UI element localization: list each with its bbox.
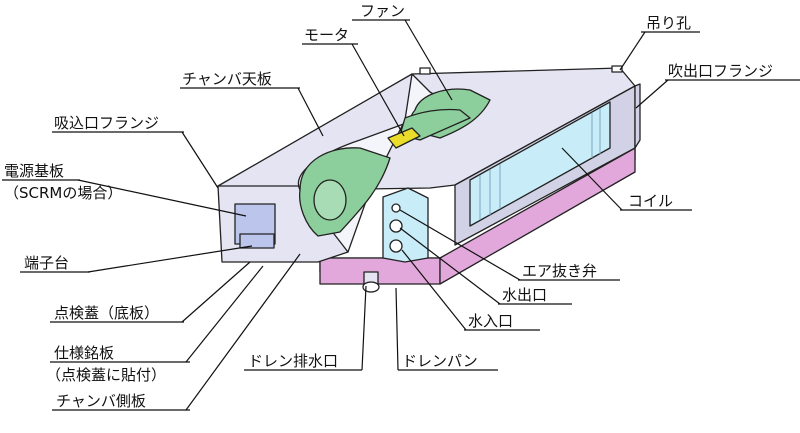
label-air-vent: エア抜き弁: [522, 262, 597, 280]
label-nameplate-note: （点検蓋に貼付）: [46, 366, 166, 384]
label-water-inlet: 水入口: [468, 312, 513, 330]
label-inlet-flange: 吸込口フランジ: [54, 114, 159, 132]
label-drain-outlet: ドレン排水口: [248, 352, 338, 370]
drain-pipe-mouth: [362, 281, 380, 293]
drain-pan-side: [439, 147, 636, 285]
label-chamber-side: チャンバ側板: [56, 392, 146, 410]
fan-group: [299, 88, 491, 237]
drain-pan-shape: [319, 147, 636, 285]
water-inlet-fitting: [389, 239, 403, 253]
label-power-board: 電源基板: [4, 162, 64, 180]
drain-outlet-pipe: [362, 271, 380, 293]
fan-blower-rear: [399, 108, 471, 141]
air-vent-valve: [391, 203, 401, 213]
coil-panel: [469, 101, 611, 227]
water-outlet-fitting: [389, 219, 403, 233]
fan-wheel-front: [313, 179, 347, 221]
label-inspection-lid: 点検蓋（底板）: [54, 304, 159, 322]
hanger-hole-right: [611, 65, 623, 73]
water-fittings: [389, 203, 403, 253]
hanger-hole-left: [419, 67, 431, 75]
outlet-flange: [634, 83, 641, 149]
label-hanger-hole: 吊り孔: [646, 14, 691, 32]
label-water-outlet: 水出口: [502, 286, 547, 304]
terminal-block-box: [239, 233, 275, 249]
label-power-board-note: （SCRMの場合）: [4, 184, 122, 202]
label-coil: コイル: [628, 192, 673, 210]
label-nameplate: 仕様銘板: [54, 344, 114, 362]
coil-fins: [479, 108, 601, 220]
label-fan: ファン: [360, 2, 405, 20]
drain-pan-front: [319, 257, 441, 285]
label-drain-pan: ドレンパン: [402, 352, 478, 370]
label-motor: モータ: [304, 26, 349, 44]
label-terminal-block: 端子台: [24, 254, 69, 272]
motor-body: [387, 127, 421, 149]
label-chamber-top: チャンバ天板: [182, 70, 272, 88]
label-outlet-flange: 吹出口フランジ: [668, 62, 773, 80]
leader-lines: [2, 19, 800, 411]
